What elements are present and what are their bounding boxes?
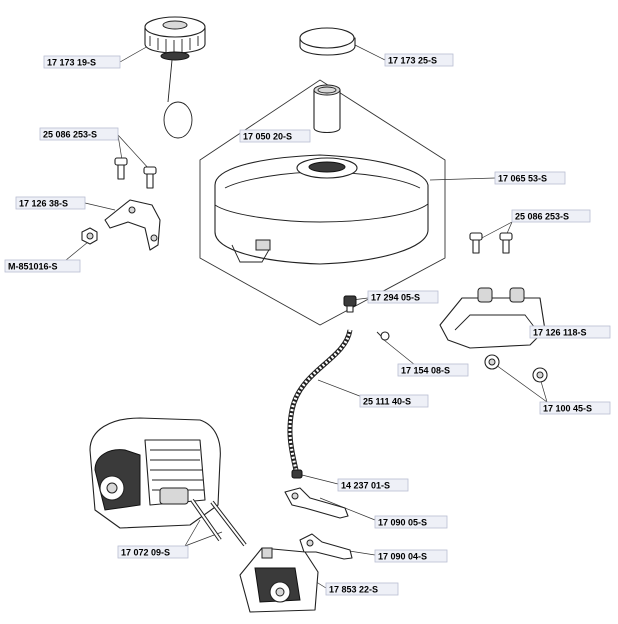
lever-top-icon [284, 487, 349, 519]
svg-text:14 237 01-S: 14 237 01-S [341, 481, 390, 491]
svg-text:25 086 253-S: 25 086 253-S [515, 212, 569, 222]
label-bracket-right[interactable]: 17 126 118-S [529, 325, 611, 339]
svg-text:17 072 09-S: 17 072 09-S [121, 548, 170, 558]
bolt-right-icon [469, 232, 513, 254]
svg-text:17 294 05-S: 17 294 05-S [371, 293, 420, 303]
bracket-left-icon [104, 199, 161, 251]
svg-text:25 111 40-S: 25 111 40-S [363, 397, 411, 407]
svg-text:17 090 04-S: 17 090 04-S [378, 552, 427, 562]
lever-bottom-icon [299, 533, 353, 560]
svg-text:17 065 53-S: 17 065 53-S [498, 174, 547, 184]
label-fuel-tank[interactable]: 17 065 53-S [494, 171, 566, 185]
label-alt-cap[interactable]: 17 173 25-S [384, 53, 454, 67]
fuel-tank-icon [214, 154, 429, 265]
svg-text:17 100 45-S: 17 100 45-S [543, 404, 592, 414]
svg-text:17 853 22-S: 17 853 22-S [329, 585, 378, 595]
label-studs[interactable]: 17 072 09-S [117, 545, 189, 559]
bolt-left-icon [114, 157, 157, 189]
label-nut[interactable]: M-851016-S [4, 259, 81, 273]
label-clamp[interactable]: 17 154 08-S [397, 363, 469, 377]
fuel-hose-icon [287, 329, 353, 471]
svg-text:17 173 19-S: 17 173 19-S [47, 58, 96, 68]
svg-text:17 173 25-S: 17 173 25-S [388, 56, 437, 66]
bracket-right-icon [439, 287, 546, 349]
label-strainer[interactable]: 17 050 20-S [239, 129, 311, 143]
label-hose-clip[interactable]: 14 237 01-S [337, 478, 409, 492]
strainer-icon [313, 84, 341, 134]
svg-text:17 126 118-S: 17 126 118-S [533, 328, 587, 338]
tank-outline [199, 79, 446, 326]
fuel-cap-icon [144, 16, 206, 139]
alt-cap-icon [299, 27, 356, 56]
carburetor-icon [239, 547, 319, 613]
label-fuel-hose[interactable]: 25 111 40-S [359, 394, 429, 408]
svg-text:17 090 05-S: 17 090 05-S [378, 518, 427, 528]
label-washers[interactable]: 17 100 45-S [539, 401, 611, 415]
label-bracket-left[interactable]: 17 126 38-S [15, 196, 86, 210]
svg-text:17 154 08-S: 17 154 08-S [401, 366, 450, 376]
nut-icon [81, 227, 98, 245]
clamp-icon [376, 331, 390, 341]
label-bolt-left[interactable]: 25 086 253-S [39, 127, 119, 141]
label-fuel-valve[interactable]: 17 294 05-S [367, 290, 439, 304]
studs-icon [190, 498, 247, 547]
label-fuel-cap[interactable]: 17 173 19-S [43, 55, 121, 69]
fuel-valve-icon [343, 295, 357, 313]
washers-icon [484, 354, 548, 383]
svg-text:25 086 253-S: 25 086 253-S [43, 130, 97, 140]
label-lever-bottom[interactable]: 17 090 04-S [374, 549, 448, 563]
label-bolt-right[interactable]: 25 086 253-S [511, 209, 591, 223]
label-carburetor[interactable]: 17 853 22-S [325, 582, 399, 596]
svg-text:17 050 20-S: 17 050 20-S [243, 132, 292, 142]
hose-clip-icon [291, 469, 303, 479]
label-lever-top[interactable]: 17 090 05-S [374, 515, 448, 529]
engine-icon [89, 417, 221, 529]
svg-text:M-851016-S: M-851016-S [8, 262, 58, 272]
svg-text:17 126 38-S: 17 126 38-S [19, 199, 68, 209]
